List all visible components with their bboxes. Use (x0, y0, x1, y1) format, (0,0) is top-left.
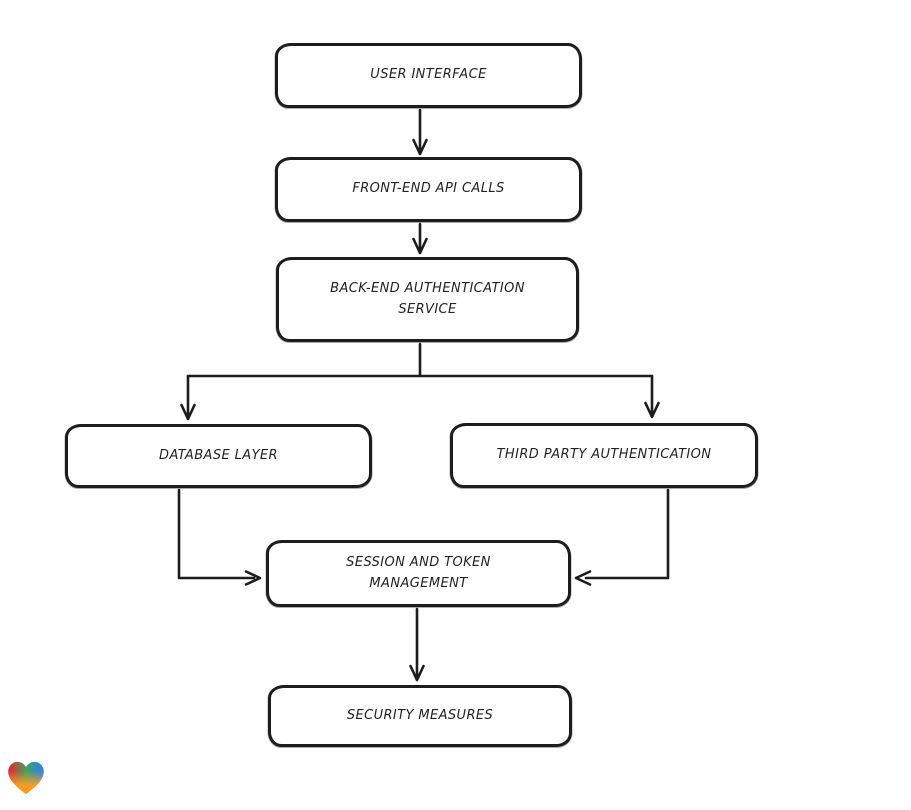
node-label: SESSION AND TOKEN MANAGEMENT (346, 555, 491, 591)
edge-frontend-to-backend (412, 222, 428, 255)
node-security-measures[interactable]: SECURITY MEASURES (268, 685, 572, 747)
node-label: USER INTERFACE (370, 67, 487, 83)
edge-thirdparty-to-session (574, 488, 670, 586)
node-session-and-token-management[interactable]: SESSION AND TOKEN MANAGEMENT (266, 540, 571, 607)
node-database-layer[interactable]: DATABASE LAYER (65, 424, 372, 488)
edge-database-to-session (177, 488, 262, 586)
node-third-party-authentication[interactable]: THIRD PARTY AUTHENTICATION (450, 423, 758, 488)
node-label: FRONT-END API CALLS (352, 181, 505, 197)
edge-ui-to-frontend (412, 108, 428, 156)
heart-icon (8, 761, 44, 795)
edge-branch-to-database (180, 374, 196, 421)
node-label: DATABASE LAYER (159, 447, 278, 463)
heart-logo (7, 759, 45, 797)
edge-session-to-security (409, 607, 425, 682)
node-label: THIRD PARTY AUTHENTICATION (496, 447, 712, 463)
node-label: SECURITY MEASURES (346, 707, 494, 723)
edge-backend-branch (186, 342, 654, 378)
node-label: BACK-END AUTHENTICATION SERVICE (330, 281, 525, 317)
edge-branch-to-thirdparty (644, 374, 660, 419)
node-user-interface[interactable]: USER INTERFACE (275, 43, 582, 108)
node-front-end-api-calls[interactable]: FRONT-END API CALLS (275, 157, 582, 222)
node-back-end-authentication-service[interactable]: BACK-END AUTHENTICATION SERVICE (276, 257, 579, 342)
